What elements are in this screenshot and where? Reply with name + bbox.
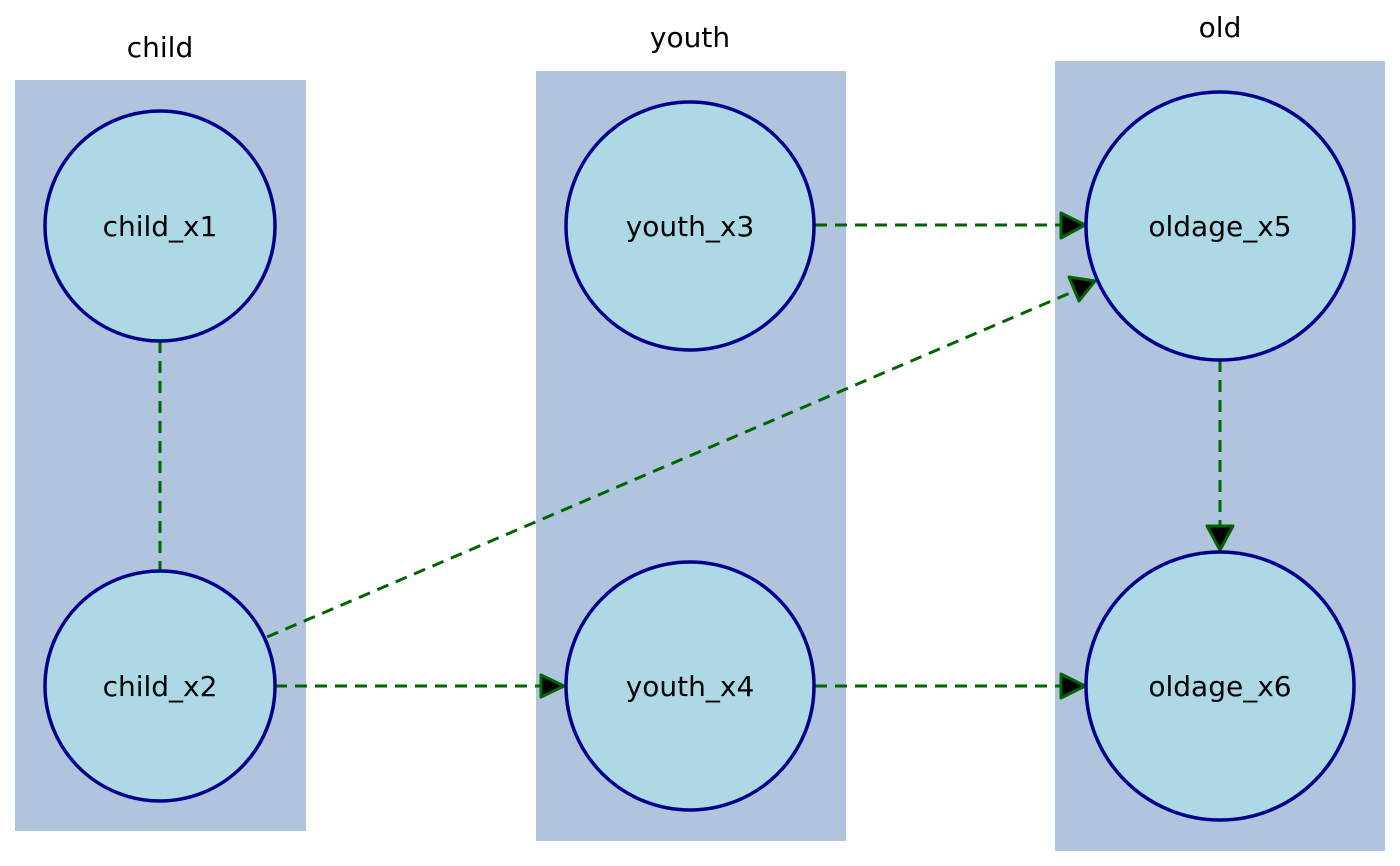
node-label: child_x2 [103, 670, 218, 703]
node-label: child_x1 [103, 210, 218, 243]
node-label: oldage_x5 [1148, 210, 1291, 243]
arrowhead-oldage_x6-from-youth [1059, 672, 1087, 700]
node-circle[interactable] [564, 560, 816, 812]
node-circle[interactable] [43, 569, 277, 803]
arrowhead-oldage_x5-from-child [1067, 275, 1097, 303]
cluster-child-label: child [127, 31, 193, 64]
node-circle[interactable] [1084, 90, 1356, 362]
node-label: youth_x3 [626, 210, 755, 243]
edge-child_x2-oldage_x5 [266, 288, 1078, 639]
arrowhead-oldage_x6-from-oldage_x5 [1205, 524, 1235, 552]
node-circle[interactable] [564, 100, 816, 352]
node-circle[interactable] [43, 109, 277, 343]
node-child_x1[interactable]: child_x1 [43, 109, 277, 343]
cluster-old-label: old [1199, 11, 1242, 44]
node-oldage_x6[interactable]: oldage_x6 [1084, 550, 1356, 822]
node-child_x2[interactable]: child_x2 [43, 569, 277, 803]
node-youth_x3[interactable]: youth_x3 [564, 100, 816, 352]
edges [158, 211, 1235, 700]
node-oldage_x5[interactable]: oldage_x5 [1084, 90, 1356, 362]
node-circle[interactable] [1084, 550, 1356, 822]
arrowhead-oldage_x5-from-youth [1059, 211, 1087, 240]
arrowhead-youth_x4 [539, 673, 566, 699]
node-youth_x4[interactable]: youth_x4 [564, 560, 816, 812]
node-label: youth_x4 [626, 670, 755, 703]
node-label: oldage_x6 [1148, 670, 1291, 703]
cluster-youth-label: youth [650, 21, 730, 54]
